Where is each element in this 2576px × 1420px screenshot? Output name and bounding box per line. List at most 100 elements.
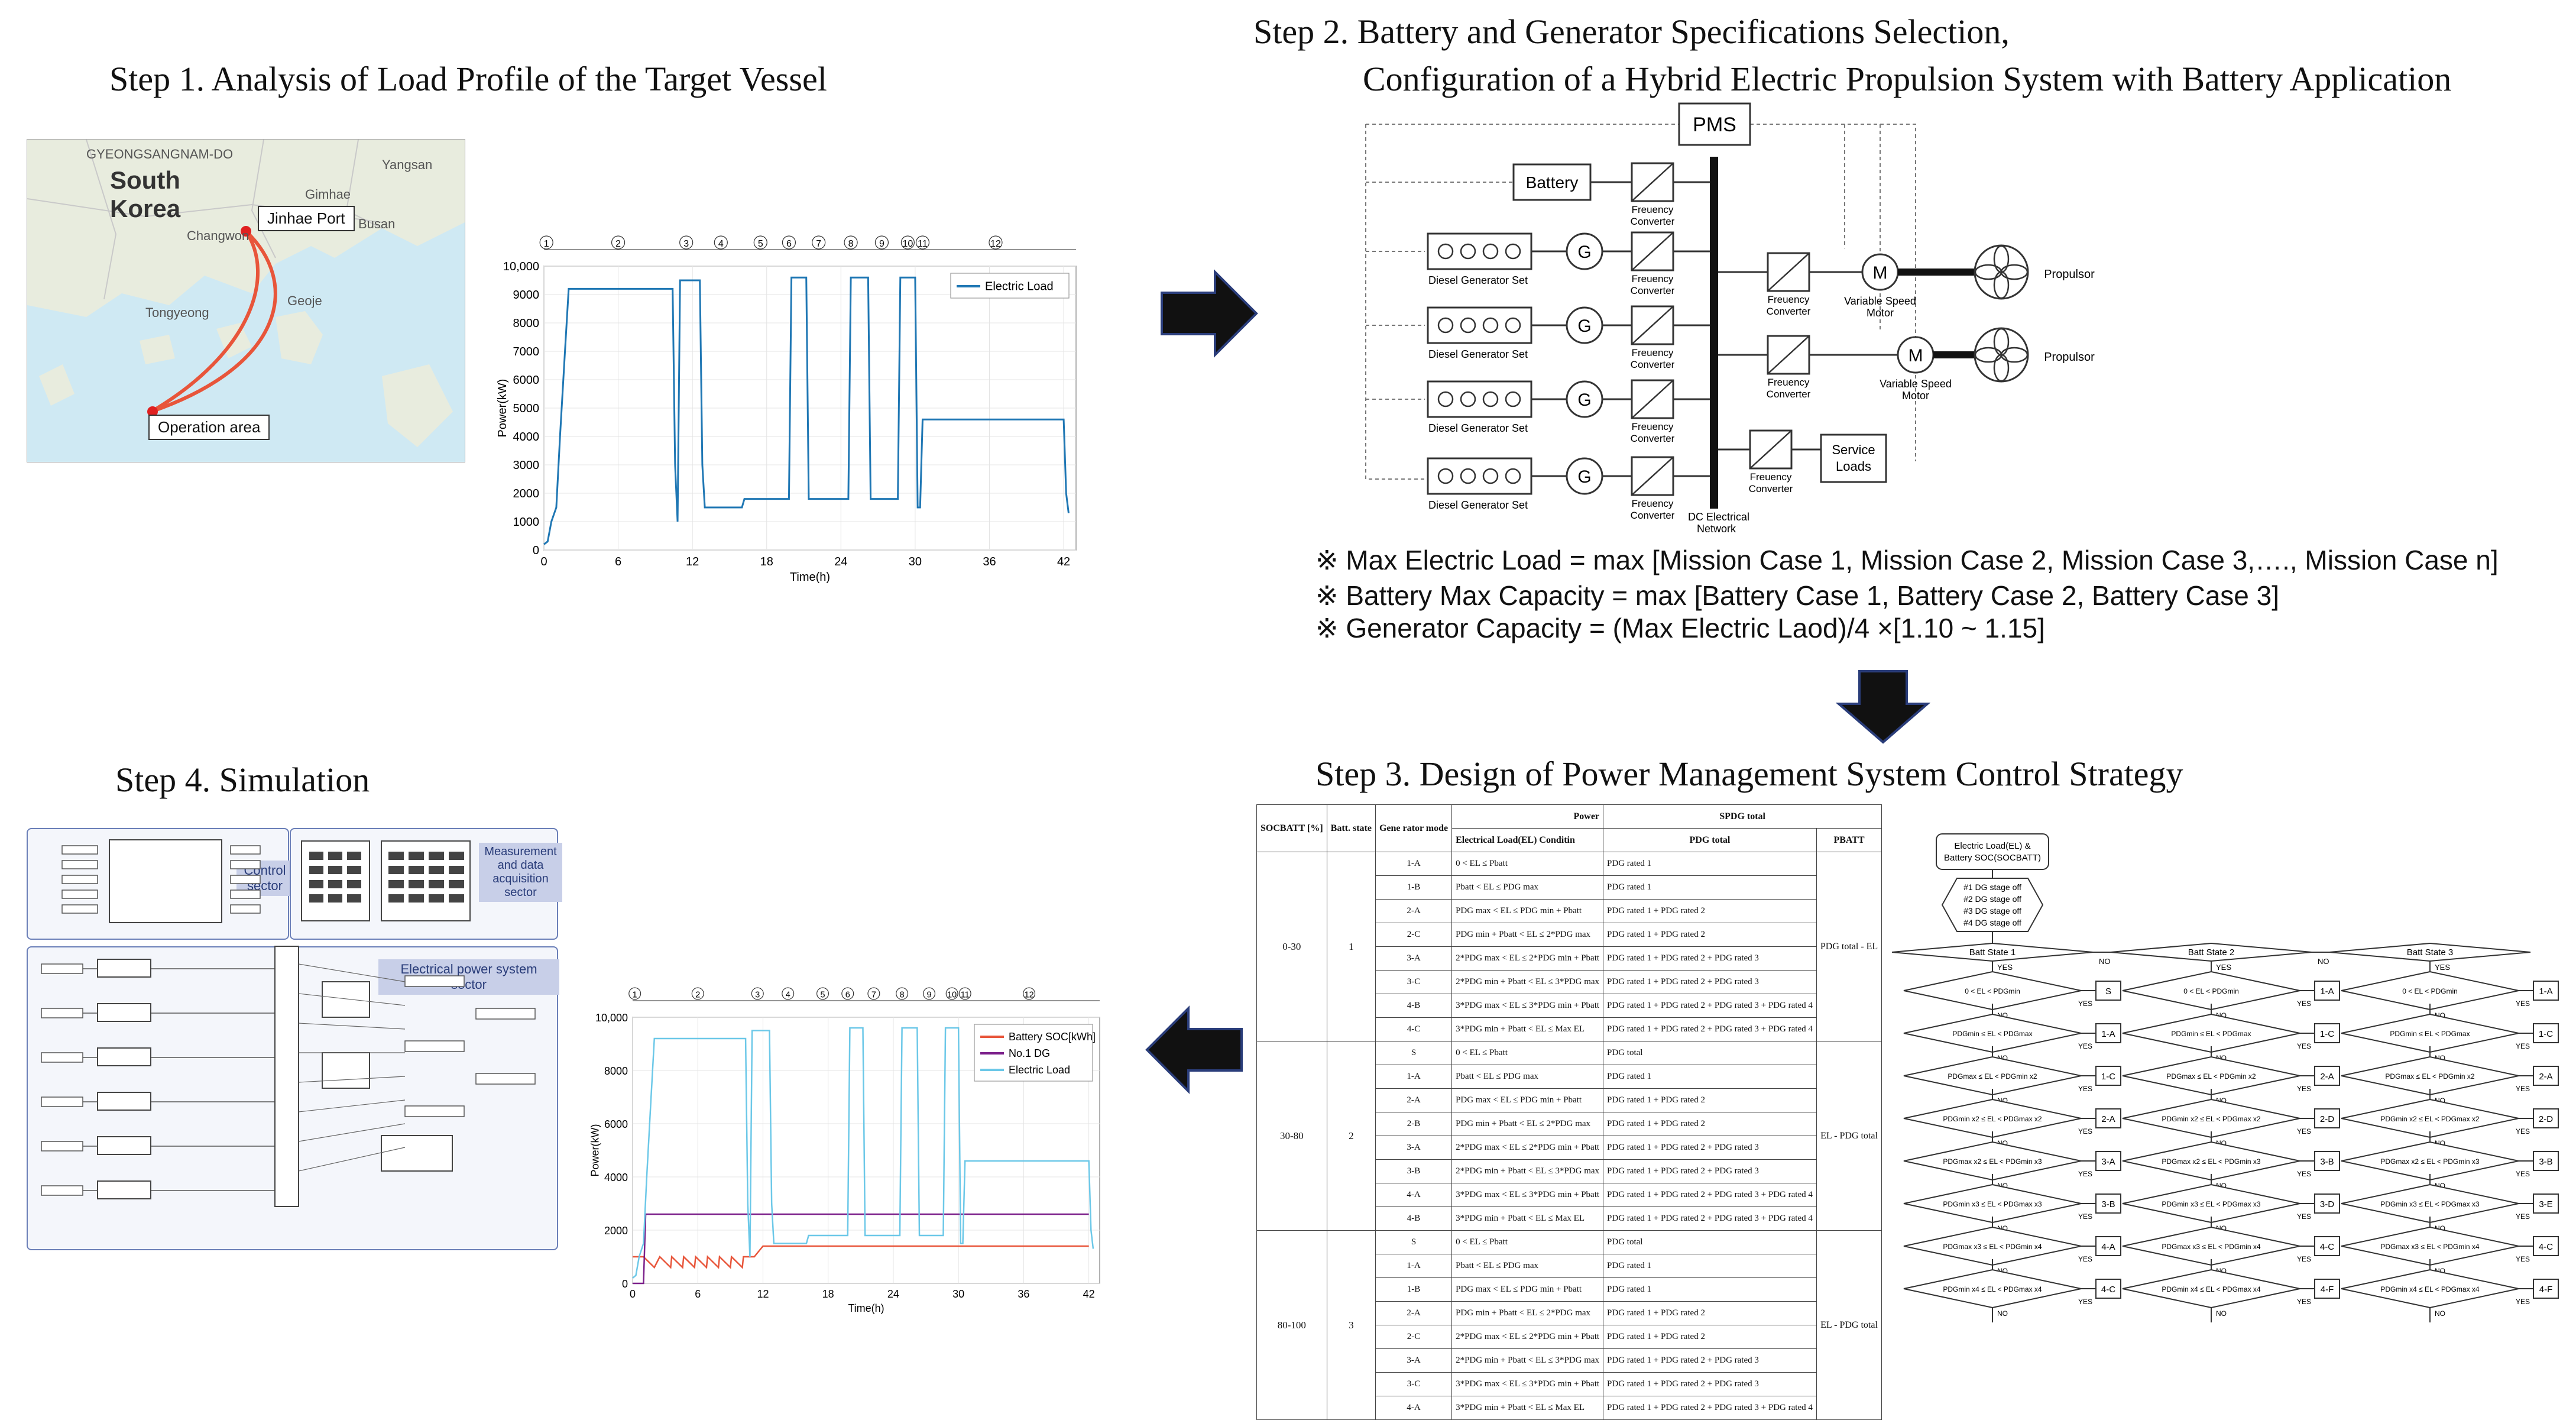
col-el-condition: Electrical Load(EL) Conditin (1451, 828, 1604, 852)
flow-condition-label: PDGmin x2 ≤ EL < PDGmax x2 (1943, 1115, 2042, 1123)
series-line-battery-soc-kwh- (633, 1245, 1089, 1269)
y-tick-label: 0 (622, 1278, 628, 1290)
segment-marker-label: 9 (879, 239, 884, 249)
signal-block (61, 889, 98, 899)
pdg-cell: PDG rated 1 + PDG rated 2 (1603, 899, 1817, 923)
soc-range-cell: 80-100 (1256, 1230, 1327, 1420)
flow-condition-label: PDGmax ≤ EL < PDGmin x2 (2166, 1072, 2256, 1081)
condition-cell: 2*PDG min + Pbatt < EL ≤ 3*PDG max (1451, 1159, 1604, 1183)
map-city-gimhae: Gimhae (305, 187, 351, 202)
flow-init-box (1941, 878, 2044, 932)
flow-condition-label: PDGmax x2 ≤ EL < PDGmin x3 (1943, 1157, 2042, 1166)
pdg-cell: PDG rated 1 + PDG rated 2 (1603, 1301, 1817, 1325)
segment-marker-label: 12 (1025, 990, 1034, 1000)
y-tick-label: 10,000 (503, 260, 539, 273)
flow-yes-label: YES (2078, 1298, 2092, 1306)
step3-text: Design of Power Management System Contro… (1419, 755, 2183, 793)
cylinder-icon (1437, 468, 1454, 484)
scope-icon (347, 894, 361, 903)
flow-condition-label: PDGmax ≤ EL < PDGmin x2 (2385, 1072, 2475, 1081)
measurement-sector-label: Measurement and data acquisition sector (479, 843, 562, 902)
flow-mode-box (2095, 1023, 2121, 1043)
generator-symbol: G (1577, 390, 1591, 410)
col-pbatt: PBATT (1816, 828, 1882, 852)
series-line-electric-load (632, 1027, 1094, 1279)
mode-cell: 3-A (1375, 1348, 1453, 1373)
dg-model-block (97, 1047, 151, 1066)
step4-text: Simulation (219, 761, 370, 799)
flow-yes-label: YES (2516, 1212, 2530, 1221)
pdg-cell: PDG total (1603, 1041, 1817, 1065)
x-tick-label: 30 (952, 1288, 964, 1300)
mode-cell: 2-C (1375, 1325, 1453, 1349)
flow-mode-label: 1-A (2539, 986, 2552, 997)
flow-mode-box (2314, 1193, 2340, 1214)
mode-cell: 4-A (1375, 1183, 1453, 1207)
mode-cell: 4-B (1375, 994, 1453, 1018)
cylinder-icon (1482, 391, 1499, 407)
series-line-no-1-dg (633, 1213, 1089, 1285)
y-axis-label: Power(kW) (589, 1124, 601, 1177)
route-map: GYEONGSANGNAM-DO South Korea Changwon Bu… (27, 139, 465, 462)
soc-range-cell: 0-30 (1256, 852, 1327, 1041)
col-soc: SOCBATT [%] (1256, 804, 1327, 852)
cylinder-icon (1437, 391, 1454, 407)
flow-mode-box (2533, 1279, 2559, 1299)
motor-label-2: Motor (1902, 390, 1929, 402)
x-tick-label: 24 (834, 555, 847, 568)
segment-marker-label: 9 (927, 990, 932, 1000)
y-axis-label: Power(kW) (496, 379, 509, 438)
measure-block (475, 1073, 536, 1085)
flow-condition-label: PDGmin x4 ≤ EL < PDGmax x4 (2380, 1285, 2480, 1293)
flow-yes-label: YES (2297, 1000, 2311, 1008)
y-tick-label: 5000 (513, 402, 540, 415)
converter-label-1: Freuency (1768, 377, 1810, 388)
cylinder-icon (1505, 317, 1521, 334)
mode-cell: 4-A (1375, 1396, 1453, 1420)
segment-marker (751, 987, 764, 1000)
step4-title: Step 4. Simulation (115, 760, 370, 800)
segment-marker-label: 5 (821, 990, 825, 1000)
converter-label-1: Freuency (1750, 471, 1792, 483)
scope-icon (309, 894, 323, 903)
signal-block (230, 889, 261, 899)
condition-cell: PDG min + Pbatt < EL ≤ 2*PDG max (1451, 1112, 1604, 1136)
segment-marker-label: 7 (816, 239, 821, 249)
pdg-cell: PDG rated 1 + PDG rated 2 + PDG rated 3 (1603, 946, 1817, 971)
y-tick-label: 6000 (604, 1118, 628, 1130)
flow-yes-label: YES (2078, 1042, 2092, 1050)
pdg-cell: PDG rated 1 + PDG rated 2 + PDG rated 3 … (1603, 1183, 1817, 1207)
dg-model-block (97, 1092, 151, 1111)
map-terrain (27, 140, 465, 447)
measure-block (404, 1105, 465, 1117)
step1-text: Analysis of Load Profile of the Target V… (211, 60, 827, 98)
map-port-label: Jinhae Port (258, 206, 355, 231)
flow-yes-label: YES (2216, 963, 2231, 972)
y-tick-label: 8000 (513, 317, 540, 330)
segment-marker (782, 987, 795, 1000)
flow-start-box (1936, 833, 2049, 870)
flow-mode-box (2095, 1279, 2121, 1299)
segment-marker (867, 987, 880, 1000)
scope-icon (309, 866, 323, 874)
mode-cell: 3-A (1375, 946, 1453, 971)
pdg-cell: PDG rated 1 + PDG rated 2 + PDG rated 3 (1603, 1372, 1817, 1396)
segment-marker (753, 235, 767, 250)
segment-marker-label: 2 (615, 239, 621, 249)
condition-cell: 0 < EL ≤ Pbatt (1451, 1230, 1604, 1254)
converter-label-2: Converter (1749, 483, 1793, 494)
mode-cell: 1-B (1375, 875, 1453, 900)
pdg-cell: PDG rated 1 + PDG rated 2 + PDG rated 3 … (1603, 994, 1817, 1018)
generator-label: Diesel Generator Set (1428, 422, 1528, 434)
x-tick-label: 30 (909, 555, 922, 568)
y-tick-label: 1000 (513, 516, 540, 529)
dg-model-block (97, 1003, 151, 1022)
flow-mode-box (2314, 1236, 2340, 1256)
